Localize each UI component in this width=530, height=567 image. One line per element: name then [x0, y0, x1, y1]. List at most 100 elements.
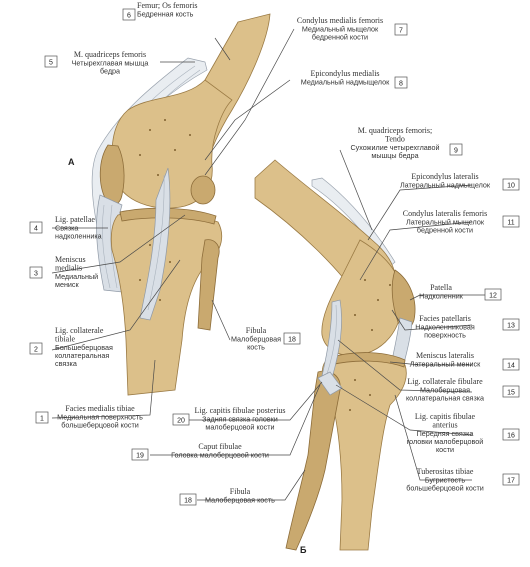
label-number: 19: [136, 453, 144, 460]
label-latin: Fibula: [246, 326, 267, 335]
label-number: 6: [127, 13, 131, 20]
label-russian: Задняя связка головки: [202, 415, 278, 424]
label-russian: Связка: [55, 224, 78, 233]
label-latin: tibiale: [55, 335, 75, 344]
label-russian: Надколенник: [419, 292, 464, 301]
label-number-box: [502, 215, 520, 228]
label-number-box: [394, 23, 408, 36]
label-russian: поверхность: [424, 331, 466, 340]
label-number-box: [283, 332, 301, 345]
label-number-box: [502, 428, 520, 441]
label-number-box: [131, 448, 149, 461]
label-number: 8: [399, 81, 403, 88]
label-number: 18: [288, 337, 296, 344]
label-latin: Meniscus: [55, 255, 86, 264]
label-latin: Fibula: [230, 487, 251, 496]
label-latin: Tuberositas tibiae: [417, 467, 474, 476]
label-russian: большеберцовой кости: [61, 421, 139, 430]
label-russian: мениск: [55, 280, 80, 289]
label-latin: Patella: [430, 283, 452, 292]
label-number: 10: [507, 183, 515, 190]
label-number: 20: [177, 418, 185, 425]
label-number-box: [122, 8, 136, 21]
label-russian: большеберцовой кости: [406, 484, 484, 493]
label-number: 7: [399, 28, 403, 35]
label-number: 11: [507, 220, 514, 227]
label-number-box: [29, 342, 43, 355]
label-number: 16: [507, 433, 515, 440]
label-latin: medialis: [55, 264, 82, 273]
label-latin: Epicondylus lateralis: [411, 172, 478, 181]
label-russian: Медиальный мыщелок: [302, 25, 379, 34]
knee-lateral-view: [254, 159, 416, 551]
label-latin: anterius: [432, 421, 457, 430]
label-russian: головки малоберцовой: [407, 437, 484, 446]
label-latin: Facies medialis tibiae: [65, 404, 135, 413]
label-russian: Передняя связка: [417, 429, 474, 438]
label-number: 5: [49, 60, 53, 67]
label-russian: Медиальный: [55, 272, 98, 281]
label-number-box: [449, 143, 463, 156]
knee-medial-view: [91, 13, 271, 396]
label-latin: Lig. collaterale fibulare: [407, 377, 483, 386]
label-number: 13: [507, 323, 515, 330]
leader-lines: [51, 28, 485, 501]
panel-label-b: Б: [300, 545, 307, 555]
label-number-box: [502, 318, 520, 331]
label-number: 4: [34, 226, 38, 233]
label-number-box: [502, 473, 520, 486]
label-number-box: [44, 55, 58, 68]
label-russian: коллатеральная связка: [406, 394, 484, 403]
label-latin: Lig. patellae: [55, 215, 95, 224]
label-russian: Бедренная кость: [137, 10, 194, 19]
label-russian: Латеральный мениск: [410, 360, 481, 369]
label-number: 9: [454, 148, 458, 155]
label-russian: Четырехглавая мышца: [72, 59, 149, 68]
label-number-box: [502, 358, 520, 371]
label-russian: Большеберцовая: [55, 343, 113, 352]
label-number-box: [484, 288, 502, 301]
label-latin: Condylus lateralis femoris: [403, 209, 487, 218]
label-number-box: [394, 76, 408, 89]
label-russian: кости: [436, 445, 454, 454]
label-russian: надколенника: [55, 232, 102, 241]
label-latin: Femur; Os femoris: [137, 1, 197, 10]
label-latin: Facies patellaris: [419, 314, 471, 323]
label-number-box: [35, 411, 49, 424]
label-number: 14: [507, 363, 515, 370]
label-number-box: [29, 266, 43, 279]
label-number: 2: [34, 347, 38, 354]
panel-label-a: A: [68, 157, 75, 167]
label-russian: бедренной кости: [312, 33, 368, 42]
label-number-box: [502, 178, 520, 191]
label-russian: Медиальный надмыщелок: [301, 78, 390, 87]
label-latin: Lig. collaterale: [55, 326, 104, 335]
label-latin: Lig. capitis fibulae posterius: [194, 406, 285, 415]
label-russian: бедра: [100, 67, 120, 76]
label-number-box: [29, 221, 43, 234]
label-latin: Tendo: [385, 135, 405, 144]
label-russian: Медиальная поверхность: [57, 413, 143, 422]
label-number: 18: [184, 498, 192, 505]
label-number: 3: [34, 271, 38, 278]
label-russian: Малоберцовая: [231, 335, 281, 344]
label-latin: Caput fibulae: [198, 442, 242, 451]
label-number-box: [179, 493, 197, 506]
label-number: 12: [489, 293, 497, 300]
label-latin: M. quadriceps femoris: [74, 50, 146, 59]
